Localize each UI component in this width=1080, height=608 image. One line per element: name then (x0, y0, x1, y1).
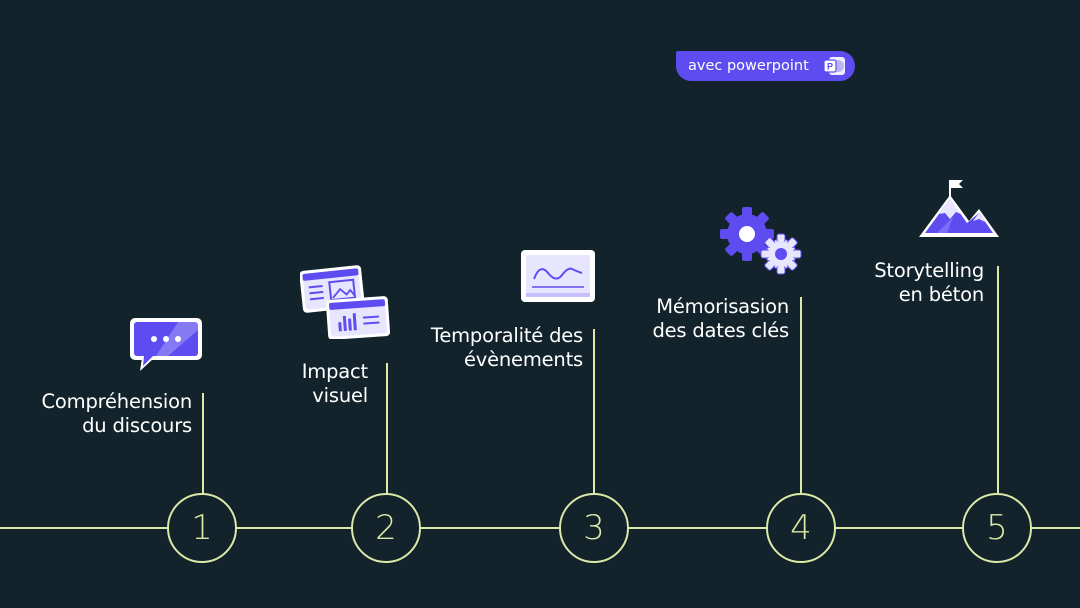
timeline-line (0, 527, 1080, 529)
speech-bubble-icon (128, 316, 206, 378)
step-node-5: 5 (962, 493, 1032, 563)
powerpoint-icon: P (823, 55, 847, 81)
stem-4 (800, 297, 802, 493)
powerpoint-badge: avec powerpoint P (676, 51, 855, 81)
stem-3 (593, 329, 595, 493)
step-label-line: des dates clés (652, 319, 789, 342)
step-label-line: évènements (463, 348, 583, 371)
gears-icon (719, 206, 805, 280)
step-number: 4 (790, 508, 812, 548)
step-label-line: Impact (301, 360, 368, 383)
step-label-line: visuel (312, 384, 368, 407)
stem-2 (386, 363, 388, 493)
step-number: 1 (191, 508, 213, 548)
line-chart-screen-icon (520, 249, 596, 307)
step-node-4: 4 (766, 493, 836, 563)
step-label-2: Impact visuel (302, 360, 368, 408)
mountain-flag-icon (917, 177, 1001, 243)
step-label-line: Compréhension (41, 390, 193, 413)
dashboard-windows-icon (299, 265, 392, 343)
step-number: 3 (583, 508, 605, 548)
badge-label: avec powerpoint (688, 58, 809, 74)
step-label-1: Compréhension du discours (42, 390, 193, 438)
step-number: 5 (986, 508, 1008, 548)
stem-5 (997, 266, 999, 493)
step-number: 2 (375, 508, 397, 548)
step-node-3: 3 (559, 493, 629, 563)
step-label-3: Temporalité des évènements (431, 324, 583, 372)
svg-text:P: P (827, 62, 833, 72)
stem-1 (202, 393, 204, 493)
step-label-4: Mémorisasion des dates clés (652, 295, 789, 343)
step-label-line: du discours (82, 414, 192, 437)
step-label-line: Mémorisasion (656, 295, 789, 318)
step-label-line: Temporalité des (430, 324, 583, 347)
step-node-1: 1 (167, 493, 237, 563)
step-label-line: Storytelling (874, 259, 984, 282)
step-label-5: Storytelling en béton (874, 259, 984, 307)
step-node-2: 2 (351, 493, 421, 563)
step-label-line: en béton (898, 283, 984, 306)
